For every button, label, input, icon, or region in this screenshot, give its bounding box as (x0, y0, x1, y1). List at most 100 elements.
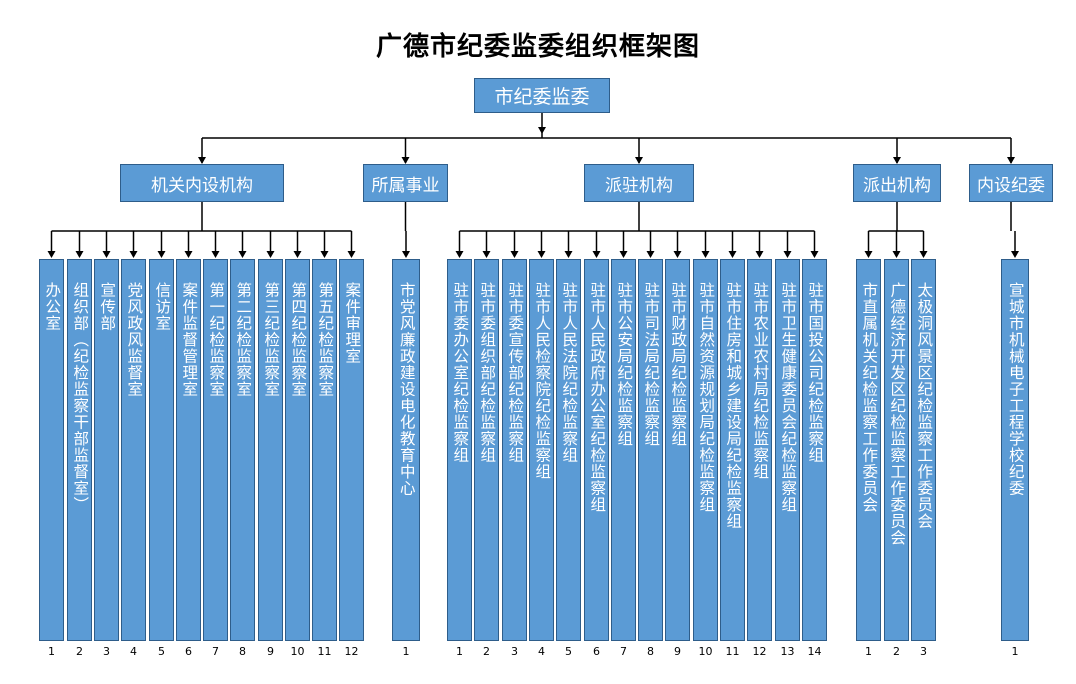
unit-number: 5 (565, 645, 572, 658)
unit-column: 驻市农业农村局纪检监察组 (747, 259, 772, 641)
unit-column: 驻市人民法院纪检监察组 (556, 259, 581, 641)
unit-number: 9 (267, 645, 274, 658)
unit-number: 3 (511, 645, 518, 658)
unit-label: 驻市卫生健康委员会纪检监察组 (779, 282, 798, 513)
unit-number: 13 (780, 645, 795, 658)
unit-column: 党风政风监督室 (121, 259, 146, 641)
unit-label: 驻市农业农村局纪检监察组 (751, 282, 770, 480)
unit-column: 驻市委办公室纪检监察组 (447, 259, 472, 641)
unit-number: 1 (48, 645, 55, 658)
unit-label: 太极洞风景区纪检监察工作委员会 (915, 282, 934, 530)
unit-column: 信访室 (149, 259, 174, 641)
group-box: 派驻机构 (584, 164, 694, 202)
unit-column: 驻市财政局纪检监察组 (665, 259, 690, 641)
unit-number: 9 (674, 645, 681, 658)
unit-number: 12 (752, 645, 767, 658)
unit-number: 8 (647, 645, 654, 658)
unit-column: 第一纪检监察室 (203, 259, 228, 641)
unit-column: 驻市自然资源规划局纪检监察组 (693, 259, 718, 641)
unit-number: 12 (344, 645, 359, 658)
unit-column: 案件监督管理室 (176, 259, 201, 641)
group-box: 派出机构 (853, 164, 941, 202)
unit-label: 广德经济开发区纪检监察工作委员会 (888, 282, 907, 546)
unit-label: 驻市司法局纪检监察组 (642, 282, 661, 447)
unit-label: 宣传部 (98, 282, 117, 332)
group-box: 机关内设机构 (120, 164, 284, 202)
unit-column: 市党风廉政建设电化教育中心 (392, 259, 420, 641)
unit-number: 6 (593, 645, 600, 658)
unit-column: 第二纪检监察室 (230, 259, 255, 641)
unit-column: 第三纪检监察室 (258, 259, 283, 641)
group-box: 所属事业 (363, 164, 448, 202)
unit-number: 10 (698, 645, 713, 658)
unit-label: 第四纪检监察室 (289, 282, 308, 398)
unit-column: 案件审理室 (339, 259, 364, 641)
unit-column: 驻市人民政府办公室纪检监察组 (584, 259, 609, 641)
unit-column: 驻市住房和城乡建设局纪检监察组 (720, 259, 745, 641)
unit-number: 2 (893, 645, 900, 658)
unit-column: 广德经济开发区纪检监察工作委员会 (884, 259, 909, 641)
unit-number: 2 (76, 645, 83, 658)
unit-number: 1 (402, 645, 410, 658)
unit-label: 案件审理室 (343, 282, 362, 365)
unit-number: 6 (185, 645, 192, 658)
unit-label: 第一纪检监察室 (207, 282, 226, 398)
unit-number: 7 (212, 645, 219, 658)
unit-label: 第二纪检监察室 (234, 282, 253, 398)
unit-column: 市直属机关纪检监察工作委员会 (856, 259, 881, 641)
unit-label: 宣城市机械电子工程学校纪委 (1006, 282, 1025, 497)
unit-number: 4 (538, 645, 545, 658)
unit-number: 3 (920, 645, 927, 658)
unit-label: 信访室 (153, 282, 172, 332)
unit-label: 驻市人民法院纪检监察组 (560, 282, 579, 464)
unit-column: 驻市国投公司纪检监察组 (802, 259, 827, 641)
unit-label: 驻市公安局纪检监察组 (615, 282, 634, 447)
unit-column: 宣城市机械电子工程学校纪委 (1001, 259, 1029, 641)
unit-number: 4 (130, 645, 137, 658)
page-title: 广德市纪委监委组织框架图 (375, 32, 700, 62)
unit-number: 11 (725, 645, 740, 658)
unit-column: 驻市委宣传部纪检监察组 (502, 259, 527, 641)
root-node: 市纪委监委 (474, 78, 610, 113)
unit-label: 办公室 (43, 282, 62, 332)
unit-label: 第三纪检监察室 (262, 282, 281, 398)
unit-column: 太极洞风景区纪检监察工作委员会 (911, 259, 936, 641)
unit-label: 党风政风监督室 (125, 282, 144, 398)
group-box: 内设纪委 (969, 164, 1053, 202)
unit-column: 驻市人民检察院纪检监察组 (529, 259, 554, 641)
unit-label: 案件监督管理室 (180, 282, 199, 398)
unit-column: 宣传部 (94, 259, 119, 641)
unit-number: 7 (620, 645, 627, 658)
unit-label: 驻市人民检察院纪检监察组 (533, 282, 552, 480)
unit-number: 2 (483, 645, 490, 658)
unit-label: 驻市委办公室纪检监察组 (451, 282, 470, 464)
unit-number: 1 (456, 645, 463, 658)
unit-column: 第五纪检监察室 (312, 259, 337, 641)
unit-column: 组织部（纪检监察干部监督室） (67, 259, 92, 641)
unit-number: 1 (865, 645, 872, 658)
unit-label: 第五纪检监察室 (316, 282, 335, 398)
unit-column: 驻市委组织部纪检监察组 (474, 259, 499, 641)
unit-number: 1 (1011, 645, 1019, 658)
unit-label: 驻市委宣传部纪检监察组 (506, 282, 525, 464)
unit-number: 3 (103, 645, 110, 658)
unit-number: 5 (158, 645, 165, 658)
unit-label: 驻市国投公司纪检监察组 (806, 282, 825, 464)
unit-number: 8 (239, 645, 246, 658)
unit-number: 14 (807, 645, 822, 658)
unit-label: 组织部（纪检监察干部监督室） (71, 282, 90, 513)
unit-column: 办公室 (39, 259, 64, 641)
unit-number: 10 (290, 645, 305, 658)
unit-label: 驻市财政局纪检监察组 (669, 282, 688, 447)
unit-label: 市党风廉政建设电化教育中心 (397, 282, 416, 497)
unit-number: 11 (317, 645, 332, 658)
unit-label: 市直属机关纪检监察工作委员会 (860, 282, 879, 513)
unit-column: 驻市卫生健康委员会纪检监察组 (775, 259, 800, 641)
unit-label: 驻市自然资源规划局纪检监察组 (697, 282, 716, 513)
unit-label: 驻市人民政府办公室纪检监察组 (588, 282, 607, 513)
unit-column: 第四纪检监察室 (285, 259, 310, 641)
unit-column: 驻市司法局纪检监察组 (638, 259, 663, 641)
unit-label: 驻市委组织部纪检监察组 (478, 282, 497, 464)
unit-label: 驻市住房和城乡建设局纪检监察组 (724, 282, 743, 530)
